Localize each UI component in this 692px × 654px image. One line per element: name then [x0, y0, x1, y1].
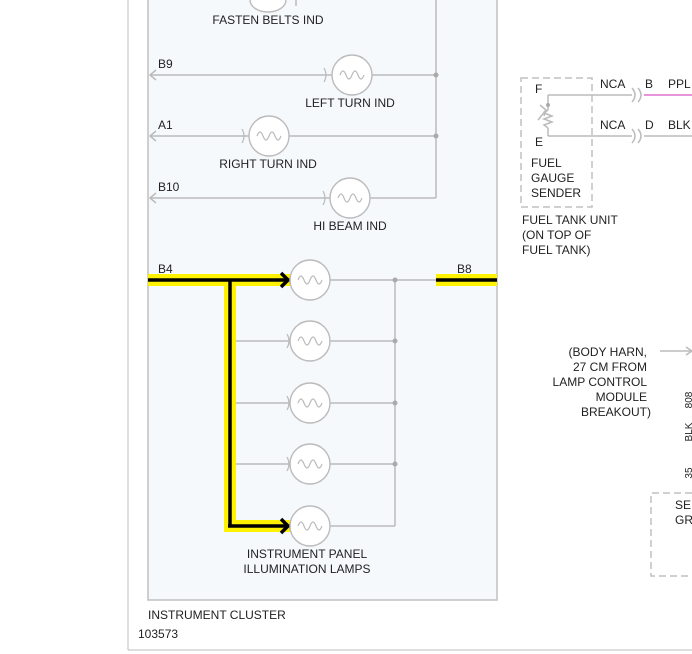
instrument-cluster-label: INSTRUMENT CLUSTER	[148, 608, 286, 622]
fuel-sender-label-1: FUEL	[531, 156, 562, 170]
fuel-tank-unit-label-3: FUEL TANK)	[522, 243, 590, 257]
hi-beam-label: HI BEAM IND	[313, 219, 387, 233]
edge-wire-color: BLK	[684, 422, 692, 441]
fuel-tank-unit-box	[520, 77, 593, 208]
panel-lamp-2	[286, 320, 331, 362]
partial-component-box	[650, 492, 692, 577]
pin-b4: B4	[158, 262, 173, 276]
wire-nca-1: NCA	[600, 77, 625, 91]
hi-beam-arrow	[148, 192, 157, 204]
active-circuit-wire	[148, 270, 497, 536]
fuel-connector-b	[631, 87, 692, 103]
panel-lamp-3	[286, 382, 331, 424]
splice-dot	[392, 400, 398, 406]
right-turn-label: RIGHT TURN IND	[219, 157, 317, 171]
fasten-belts-bulb	[249, 0, 287, 13]
body-harn-label-3: LAMP CONTROL	[553, 375, 648, 389]
fuel-sender-circuit	[537, 94, 632, 137]
pin-b10: B10	[158, 180, 180, 194]
body-harn-label-2: 27 CM FROM	[573, 360, 647, 374]
pin-a1: A1	[158, 118, 173, 132]
edge-label-gr: GR	[675, 513, 692, 527]
edge-wire-number-2: 35	[684, 467, 692, 479]
instrument-cluster-box	[147, 0, 498, 601]
left-turn-bulb	[323, 54, 373, 96]
right-turn-splice	[433, 133, 439, 139]
edge-wire-number: 808	[684, 391, 692, 408]
pin-d: D	[645, 118, 654, 132]
fuel-connector-d	[631, 128, 692, 144]
right-turn-bulb	[241, 115, 290, 157]
panel-lamp-4	[286, 443, 331, 485]
fuel-tank-unit-label-2: (ON TOP OF	[522, 228, 591, 242]
fuel-sender-label-2: GAUGE	[531, 171, 574, 185]
panel-lamp-1	[289, 259, 331, 301]
pin-f: F	[535, 82, 542, 96]
pin-b: B	[645, 77, 653, 91]
panel-lamp-5	[289, 505, 331, 547]
fuel-sender-label-3: SENDER	[531, 186, 581, 200]
body-harn-arrow	[685, 346, 692, 356]
figure-id: 103573	[138, 627, 178, 641]
left-turn-label: LEFT TURN IND	[305, 96, 395, 110]
wire-nca-2: NCA	[600, 118, 625, 132]
hi-beam-bulb	[322, 177, 371, 219]
body-harn-label-4: MODULE	[596, 390, 647, 404]
pin-e: E	[535, 135, 543, 149]
wire-ppl: PPL	[668, 77, 691, 91]
left-turn-splice	[433, 72, 439, 78]
splice-dot	[392, 277, 398, 283]
panel-lamps-label-2: ILLUMINATION LAMPS	[243, 562, 370, 576]
splice-dot	[392, 338, 398, 344]
edge-label-se: SE	[675, 498, 691, 512]
body-harn-label-1: (BODY HARN,	[569, 345, 647, 359]
panel-lamps-label-1: INSTRUMENT PANEL	[247, 547, 368, 561]
splice-dot	[392, 461, 398, 467]
fasten-belts-label: FASTEN BELTS IND	[212, 13, 323, 27]
left-turn-arrow	[148, 69, 157, 81]
fuel-tank-unit-label-1: FUEL TANK UNIT	[522, 213, 618, 227]
pin-b9: B9	[158, 57, 173, 71]
right-turn-arrow	[148, 130, 157, 142]
body-harn-label-5: BREAKOUT)	[581, 405, 651, 419]
pin-b8: B8	[457, 262, 472, 276]
wire-blk: BLK	[668, 118, 691, 132]
